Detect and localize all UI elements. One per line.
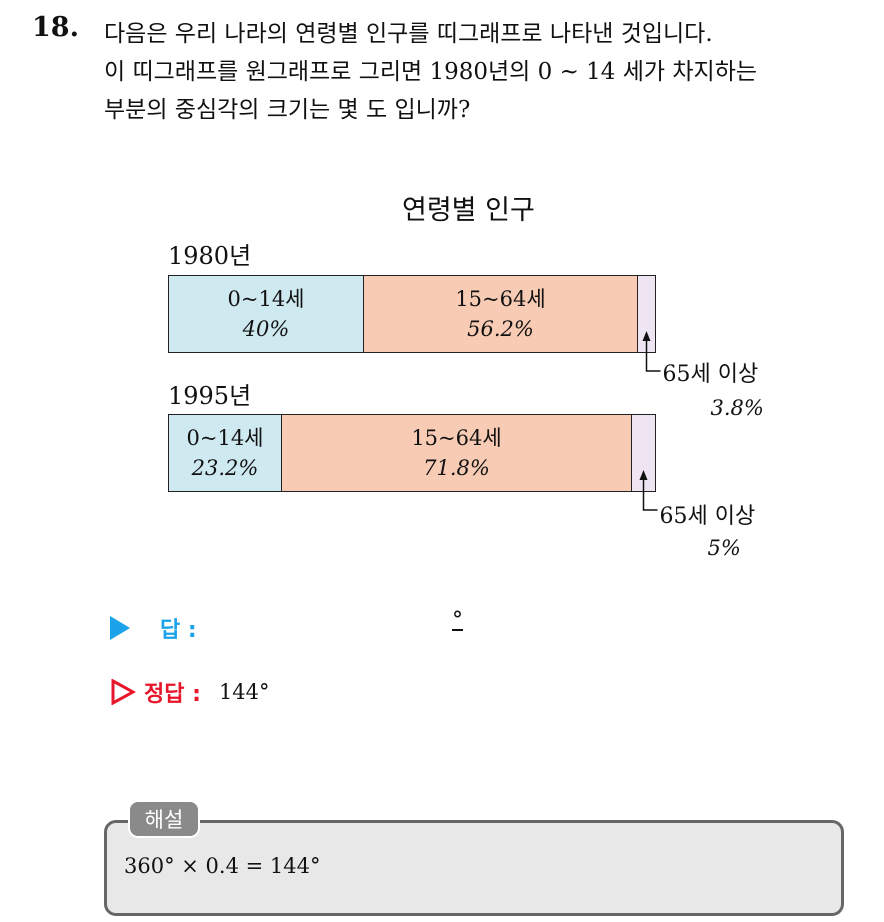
- correct-answer-value: 144°: [218, 680, 270, 704]
- bar-year-label: 1995년: [168, 382, 252, 410]
- play-triangle-icon: [110, 616, 130, 640]
- segment-name: 15~64세: [411, 426, 502, 450]
- explanation-box: [104, 820, 844, 916]
- segment-percent: 40%: [242, 317, 290, 341]
- strip-segment: 15~64세 56.2%: [363, 275, 638, 353]
- callout-percent: 3.8%: [710, 396, 764, 420]
- callout-percent: 5%: [707, 536, 741, 560]
- answer-label: 답 :: [160, 618, 197, 643]
- strip-segment: 15~64세 71.8%: [281, 414, 632, 492]
- callout-label: 65세 이상: [659, 504, 756, 529]
- segment-percent: 71.8%: [423, 456, 490, 480]
- explanation-text: 360° × 0.4 = 144°: [124, 854, 321, 878]
- segment-percent: 23.2%: [191, 456, 259, 480]
- callout-label: 65세 이상: [662, 362, 759, 387]
- bar-year-label: 1980년: [168, 242, 252, 270]
- segment-name: 0~14세: [186, 426, 264, 450]
- question-line-3: 부분의 중심각의 크기는 몇 도 입니까?: [104, 97, 471, 123]
- question-number: 18.: [32, 12, 79, 43]
- question-line-2: 이 띠그래프를 원그래프로 그리면 1980년의 0 ~ 14 세가 차지하는: [104, 59, 758, 85]
- question-line-1: 다음은 우리 나라의 연령별 인구를 띠그래프로 나타낸 것입니다.: [104, 21, 713, 47]
- strip-segment: [637, 275, 656, 353]
- segment-name: 15~64세: [455, 287, 546, 311]
- explanation-tab: 해설: [128, 800, 200, 838]
- answer-unit: °: [452, 608, 463, 633]
- outline-triangle-icon: [111, 679, 136, 705]
- correct-answer-label: 정답 :: [144, 682, 201, 707]
- strip-segment: 0~14세 23.2%: [168, 414, 282, 492]
- answer-row: 답 :: [110, 612, 197, 644]
- correct-answer-row: 정답 : 144°: [110, 676, 270, 708]
- segment-percent: 56.2%: [467, 317, 534, 341]
- segment-name: 0~14세: [227, 287, 305, 311]
- strip-segment: 0~14세 40%: [168, 275, 364, 353]
- strip-segment: [631, 414, 656, 492]
